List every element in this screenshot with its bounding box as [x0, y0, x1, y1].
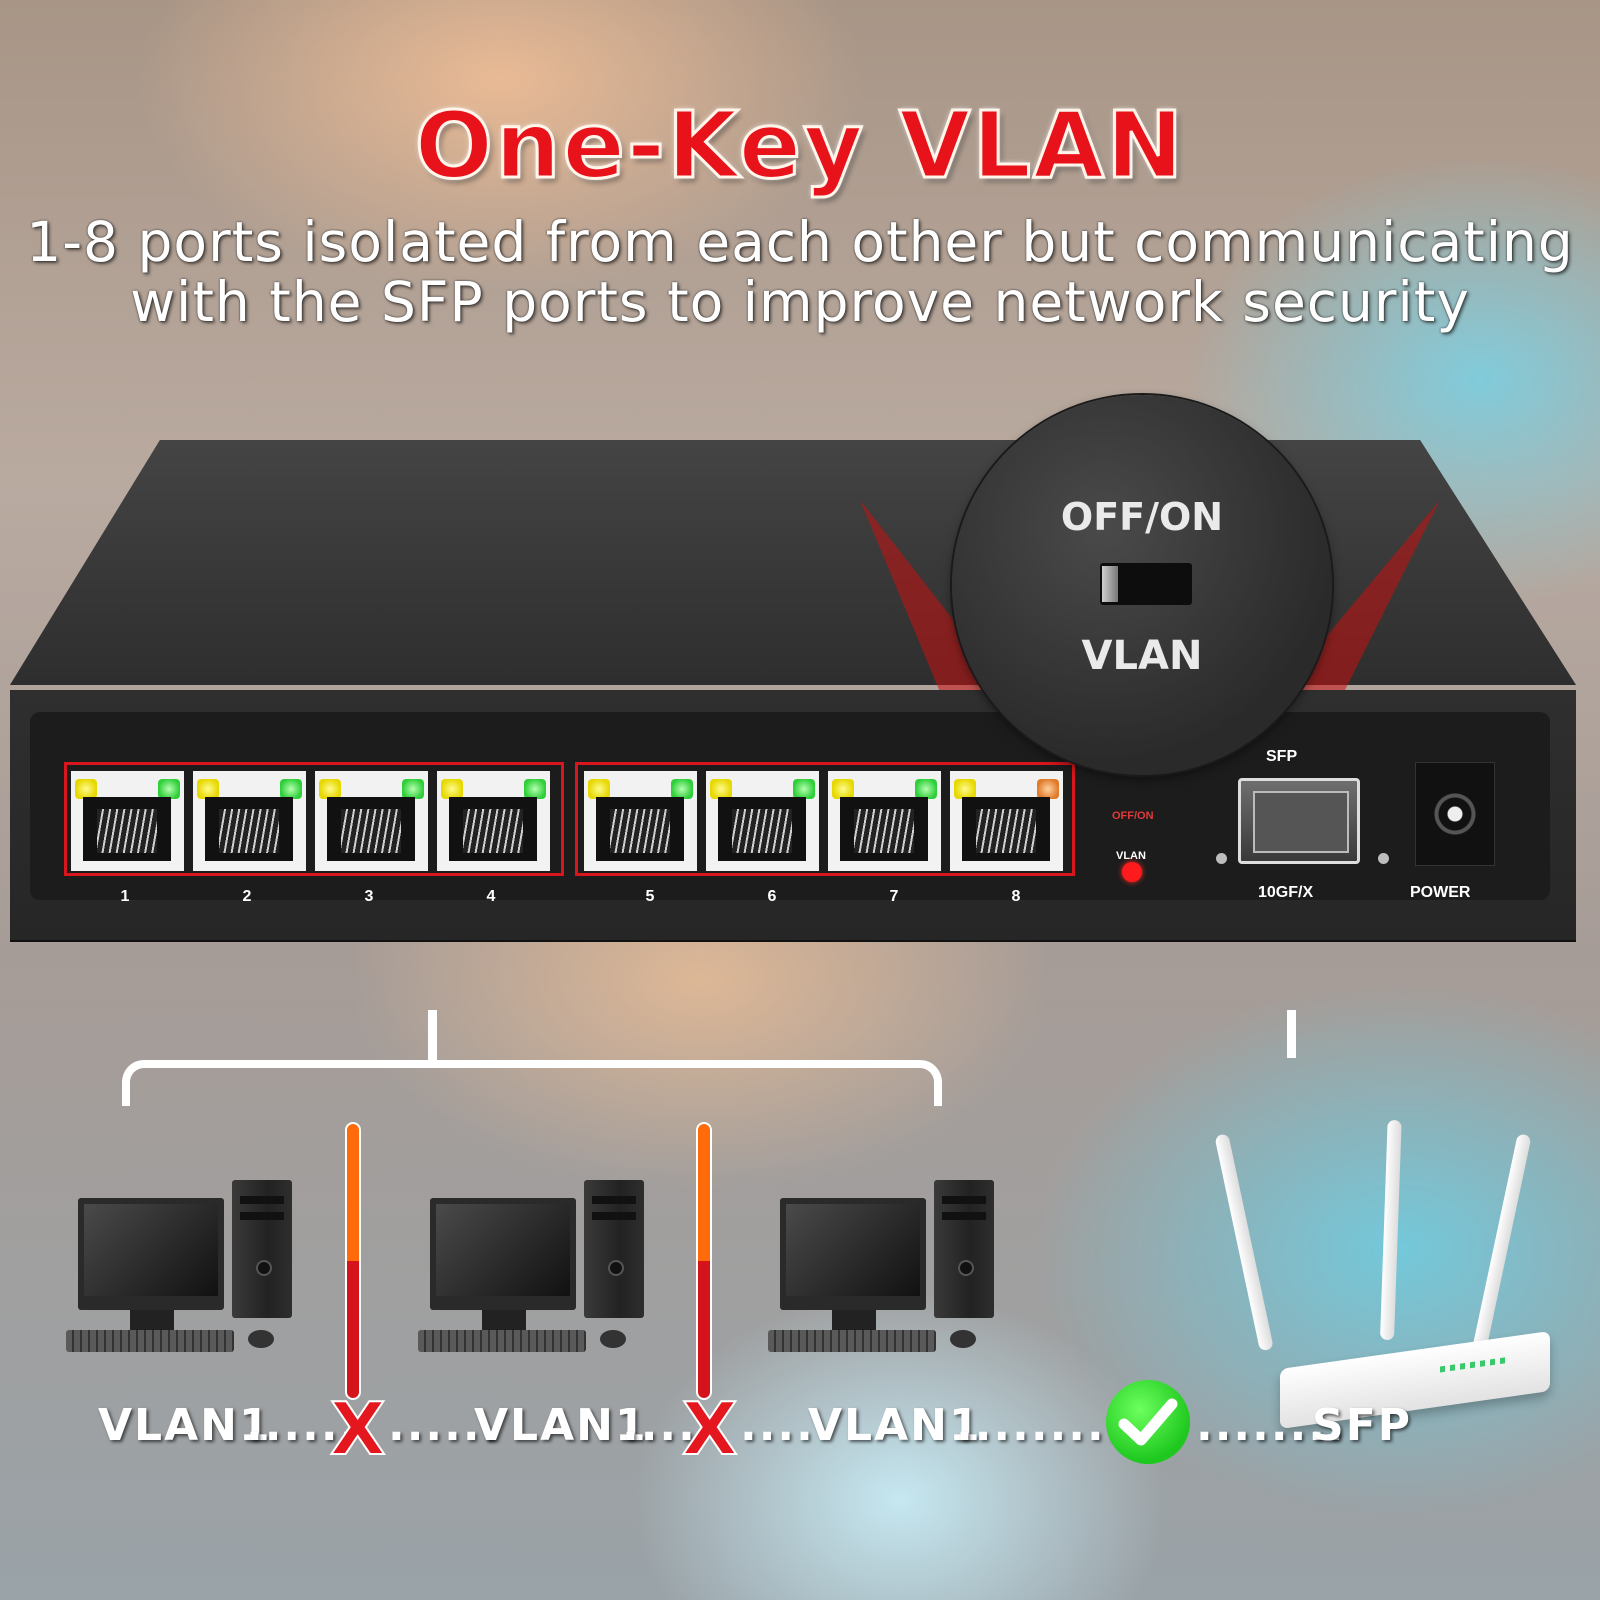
link-led-icon [75, 779, 97, 799]
isolation-bar-1 [345, 1122, 361, 1400]
port-label-6: 6 [767, 888, 777, 905]
vlan-group-bracket [122, 1060, 942, 1106]
link-led-icon [197, 779, 219, 799]
switch-top-surface [10, 440, 1576, 685]
ethernet-port-1[interactable] [71, 771, 184, 871]
activity-led-icon [524, 779, 546, 799]
dots-4: .... [740, 1400, 815, 1451]
ethernet-port-6[interactable] [706, 771, 819, 871]
switch-front-panel: 1 2 3 4 5 6 7 8 OFF/ON VLAN SFP 10GF/X P… [10, 690, 1576, 942]
power-socket-icon [1426, 785, 1484, 843]
vlan-switch-label-bottom: VLAN [1116, 850, 1146, 862]
router-icon [1214, 1110, 1590, 1429]
vlan-label-3: VLAN1 [808, 1400, 982, 1451]
bracket-stem [428, 1010, 437, 1062]
port-label-5: 5 [645, 888, 655, 905]
sfp-endpoint-label: SFP [1312, 1400, 1412, 1451]
front-inner-panel: 1 2 3 4 5 6 7 8 OFF/ON VLAN SFP 10GF/X P… [30, 712, 1550, 905]
computer-icon [768, 1180, 998, 1355]
vlan-label-1: VLAN1 [98, 1400, 272, 1451]
port-group-right [575, 762, 1075, 876]
power-label: POWER [1410, 884, 1471, 901]
link-led-icon [441, 779, 463, 799]
vlan-switch-label-top: OFF/ON [1112, 810, 1154, 822]
vlan-label-2: VLAN1 [474, 1400, 648, 1451]
activity-led-icon [1037, 779, 1059, 799]
x-mark-icon: X [329, 1387, 386, 1471]
sfp-label: SFP [1266, 748, 1298, 765]
dots-1: ...... [246, 1400, 359, 1451]
dots-3: .... [622, 1400, 697, 1451]
zoom-label-bottom: VLAN [1081, 633, 1203, 679]
activity-led-icon [402, 779, 424, 799]
vlan-connection-row: VLAN1 ...... X ...... VLAN1 .... X .... … [0, 1380, 1600, 1466]
port-label-3: 3 [364, 888, 374, 905]
activity-led-icon [280, 779, 302, 799]
subtitle-line-1: 1-8 ports isolated from each other but c… [26, 210, 1574, 274]
activity-led-icon [915, 779, 937, 799]
port-group-left [64, 762, 564, 876]
ethernet-port-8[interactable] [950, 771, 1063, 871]
link-led-icon [832, 779, 854, 799]
dots-5: ......... [956, 1400, 1125, 1451]
isolation-bar-2 [696, 1122, 712, 1400]
sfp-led-left [1216, 853, 1227, 864]
sfp-port[interactable] [1238, 778, 1360, 864]
link-led-icon [710, 779, 732, 799]
power-jack[interactable] [1415, 762, 1495, 866]
port-label-1: 1 [120, 888, 130, 905]
sfp-led-right [1378, 853, 1389, 864]
check-icon [1106, 1380, 1190, 1464]
headline: One-Key VLAN [413, 91, 1186, 201]
activity-led-icon [671, 779, 693, 799]
port-label-4: 4 [486, 888, 496, 905]
computer-icon [66, 1180, 296, 1355]
port-label-2: 2 [242, 888, 252, 905]
link-led-icon [588, 779, 610, 799]
ethernet-port-4[interactable] [437, 771, 550, 871]
activity-led-icon [158, 779, 180, 799]
port-label-7: 7 [889, 888, 899, 905]
ethernet-port-3[interactable] [315, 771, 428, 871]
ethernet-port-5[interactable] [584, 771, 697, 871]
sfp-port-label: 10GF/X [1258, 884, 1314, 901]
vlan-switch-indicator[interactable] [1122, 862, 1142, 882]
zoom-label-top: OFF/ON [1060, 495, 1224, 539]
subtitle-line-2: with the SFP ports to improve network se… [130, 270, 1470, 334]
dots-2: ...... [388, 1400, 501, 1451]
sfp-stem [1287, 1010, 1296, 1058]
ethernet-port-2[interactable] [193, 771, 306, 871]
computer-icon [418, 1180, 648, 1355]
port-label-8: 8 [1011, 888, 1021, 905]
x-mark-icon: X [681, 1387, 738, 1471]
ethernet-port-7[interactable] [828, 771, 941, 871]
vlan-switch-zoom-callout: OFF/ON VLAN [952, 395, 1332, 775]
activity-led-icon [793, 779, 815, 799]
link-led-icon [954, 779, 976, 799]
link-led-icon [319, 779, 341, 799]
dots-6: ........ [1196, 1400, 1346, 1451]
toggle-switch-icon[interactable] [1100, 563, 1192, 605]
